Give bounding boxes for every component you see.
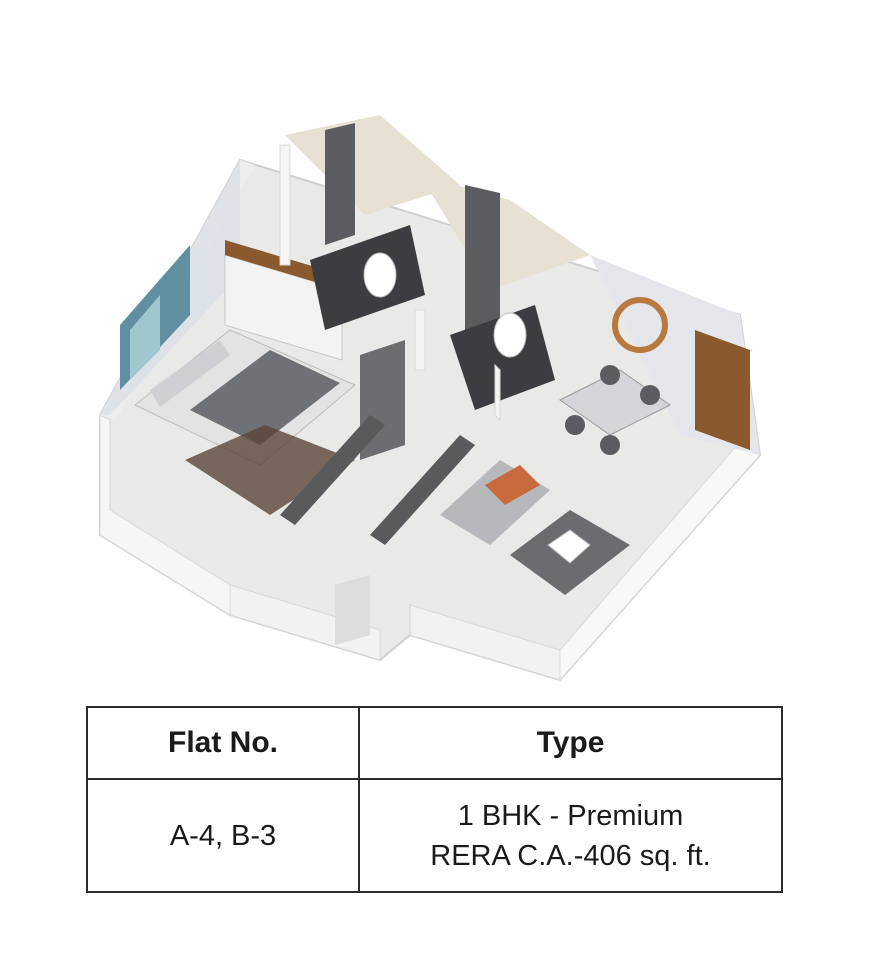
chair-icon [640, 385, 660, 405]
partition-wall-2 [414, 309, 426, 371]
header-flat-no: Flat No. [86, 706, 360, 780]
balcony-railing [335, 575, 370, 645]
bathroom-2-wall [420, 175, 590, 290]
chair-icon [565, 415, 585, 435]
sun-wall-decor-icon [612, 297, 668, 353]
table-header-row: Flat No. Type [86, 706, 783, 780]
toilet-2-icon [493, 312, 527, 358]
wall-art-panel [130, 295, 160, 380]
kitchen-counter-2 [370, 435, 475, 545]
cushions [485, 465, 540, 505]
cell-flat-no: A-4, B-3 [86, 778, 360, 893]
toilet-1-icon [363, 252, 397, 298]
bathroom-1-tile [325, 123, 355, 245]
bed-blanket [190, 350, 340, 445]
door [695, 330, 750, 450]
flat-info-table: Flat No. Type A-4, B-3 1 BHK - Premium R… [86, 706, 783, 893]
table-row: A-4, B-3 1 BHK - Premium RERA C.A.-406 s… [86, 778, 783, 893]
type-carpet-area: RERA C.A.-406 sq. ft. [430, 839, 711, 872]
floor-plan-illustration [80, 115, 800, 685]
coffee-table [547, 529, 591, 564]
cell-type: 1 BHK - Premium RERA C.A.-406 sq. ft. [358, 778, 783, 893]
chair-icon [600, 365, 620, 385]
header-type: Type [358, 706, 783, 780]
bathroom-2-floor [450, 305, 555, 410]
kitchen-counter [280, 415, 385, 525]
partition-wall [279, 144, 291, 266]
dining-table [559, 369, 671, 436]
chair-icon [600, 435, 620, 455]
partition-wall-3 [494, 363, 501, 422]
pillows [150, 340, 230, 407]
bedroom-rug [185, 425, 355, 515]
isometric-floor-plan-icon [99, 115, 762, 682]
type-config: 1 BHK - Premium [457, 799, 684, 832]
bathroom-2-tile [465, 185, 500, 340]
